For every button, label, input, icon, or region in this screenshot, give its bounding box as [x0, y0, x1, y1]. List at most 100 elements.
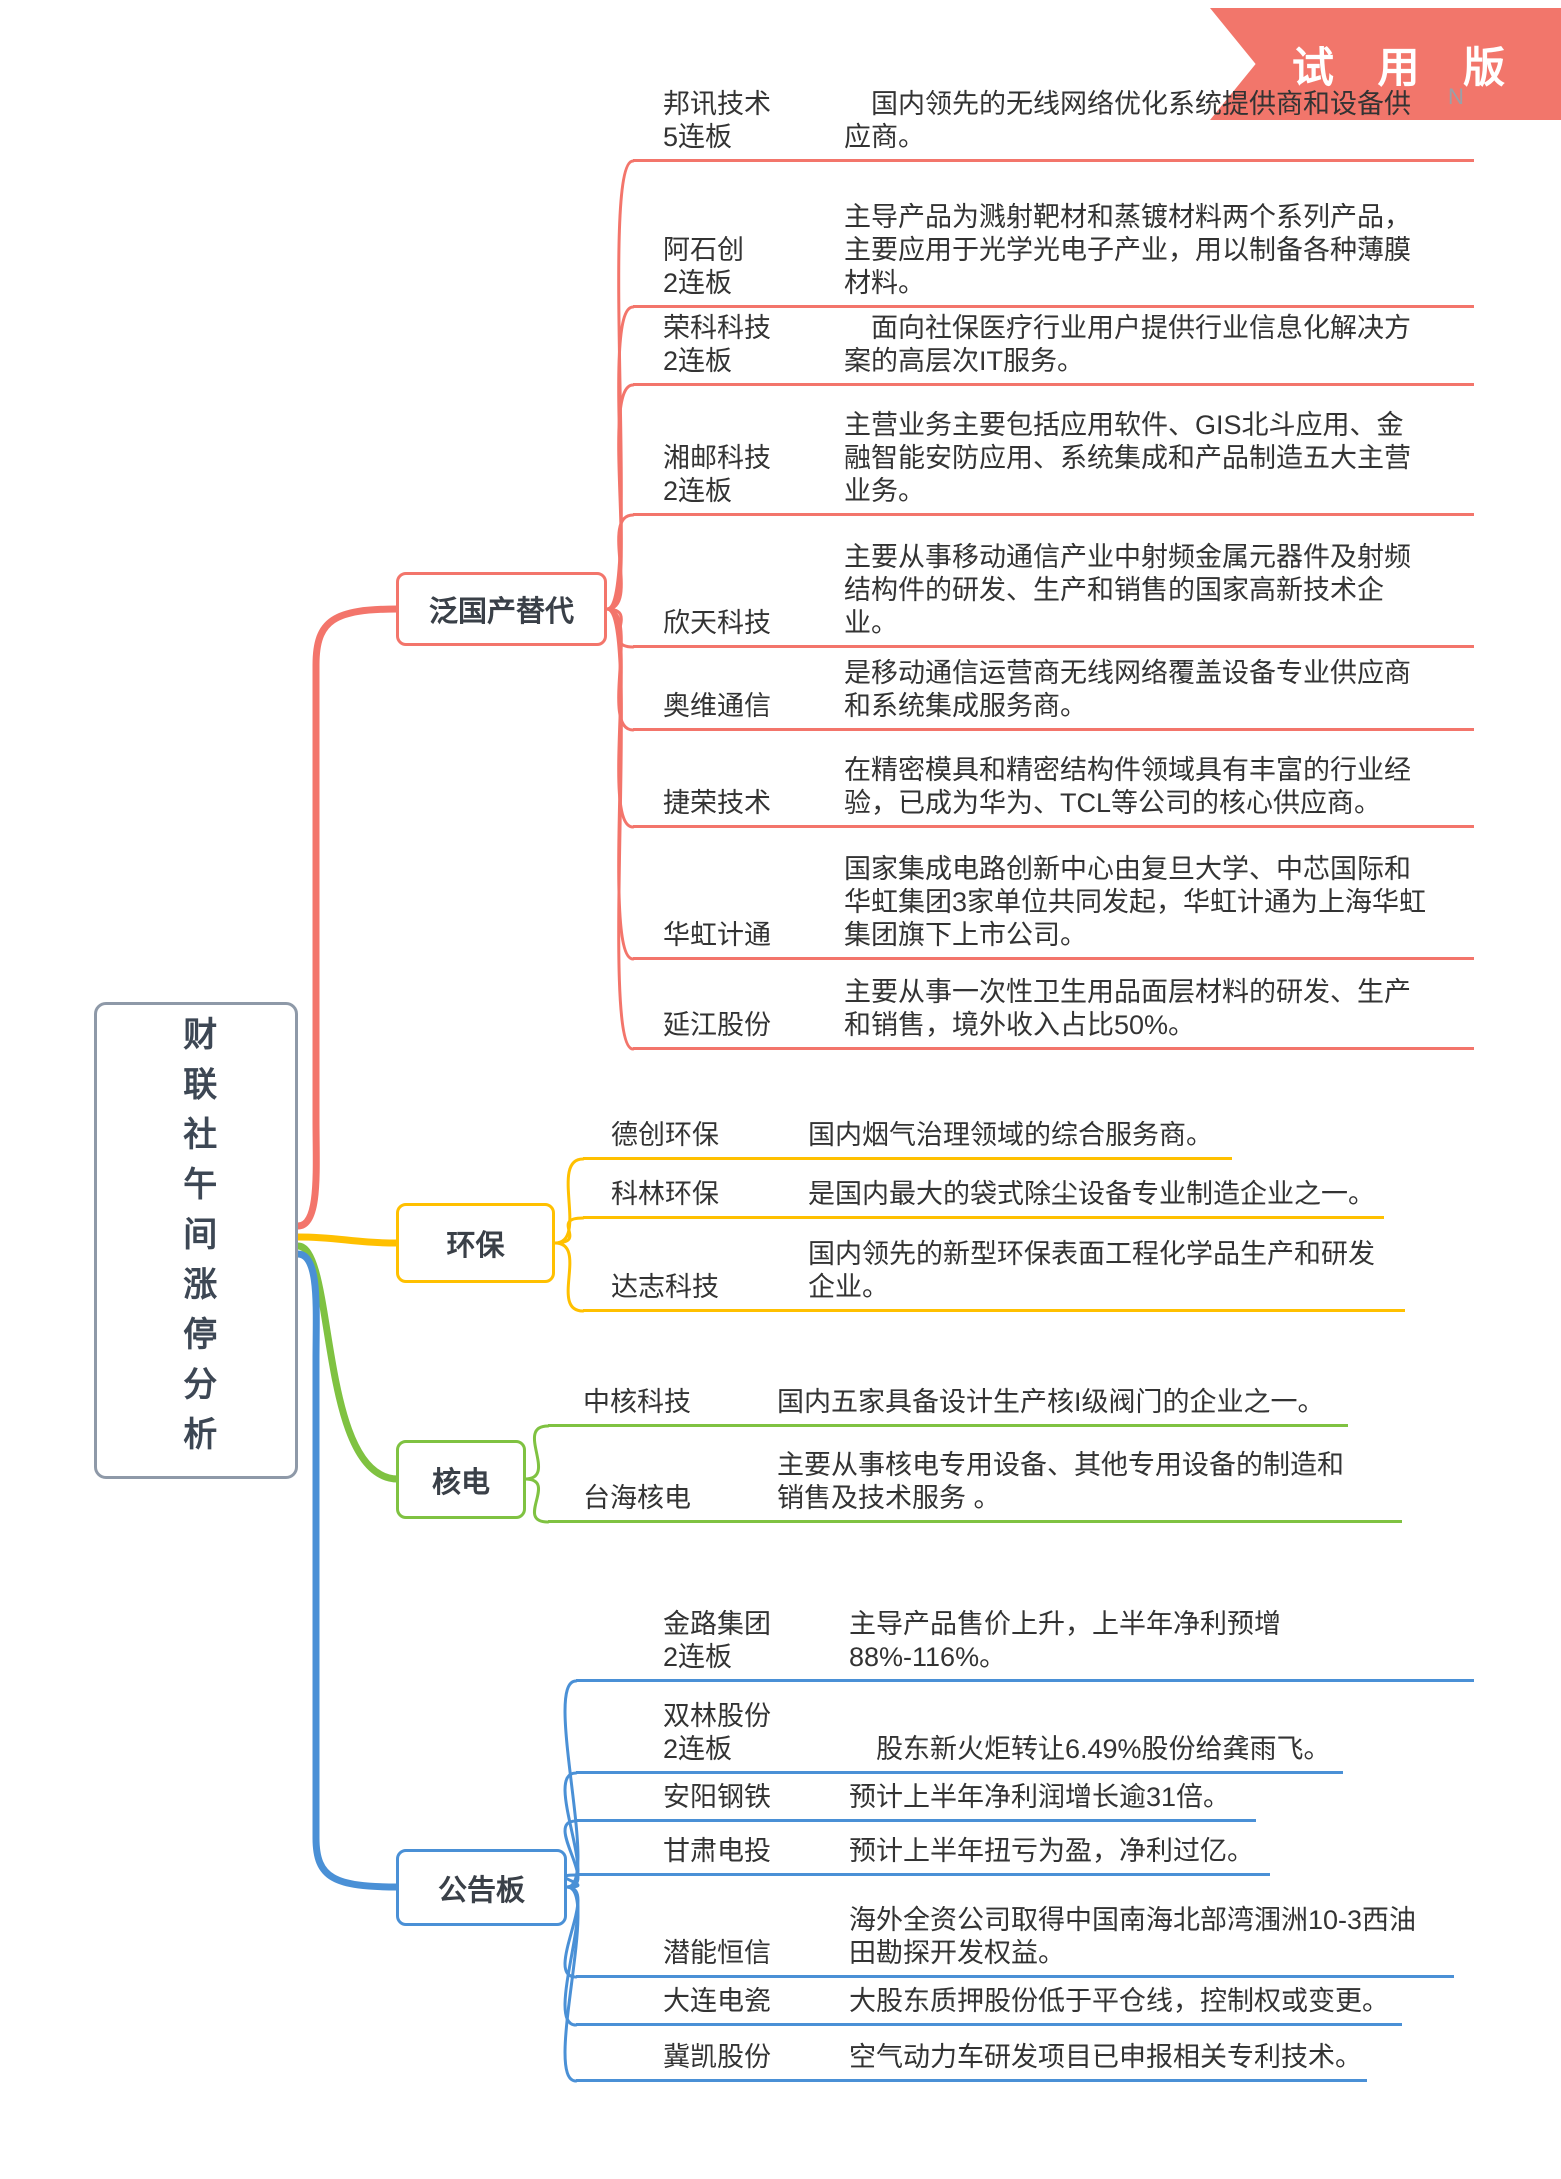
stock-node-taihaihedian[interactable]: 台海核电 主要从事核电专用设备、其他专用设备的制造和销售及技术服务 。	[548, 1445, 1402, 1523]
branch-fanguochantidai[interactable]: 泛国产替代	[396, 572, 607, 646]
stock-node-qiannenghengxin[interactable]: 潜能恒信 海外全资公司取得中国南海北部湾涠洲10-3西油田勘探开发权益。	[576, 1900, 1454, 1978]
stock-name: 华虹计通	[663, 920, 771, 950]
stock-node-gansudiantou[interactable]: 甘肃电投 预计上半年扭亏为盈，净利过亿。	[576, 1830, 1270, 1876]
stock-name: 奥维通信	[663, 691, 771, 721]
stock-node-dazhikeji[interactable]: 达志科技 国内领先的新型环保表面工程化学品生产和研发企业。	[583, 1234, 1405, 1312]
stock-desc: 国内烟气治理领域的综合服务商。	[808, 1120, 1213, 1150]
stock-name: 捷荣技术	[663, 788, 771, 818]
root-title: 财联社午间涨停分析	[177, 1015, 216, 1466]
stock-name: 达志科技	[611, 1272, 719, 1302]
stock-name: 中核科技	[583, 1387, 691, 1417]
stock-name: 欣天科技	[663, 608, 771, 638]
red-child-links	[605, 159, 635, 1051]
stock-name: 科林环保	[611, 1179, 719, 1209]
watermark-fragment: N	[1448, 84, 1464, 109]
stock-desc: 预计上半年净利润增长逾31倍。	[849, 1782, 1231, 1812]
branch-hedian[interactable]: 核电	[396, 1440, 526, 1519]
stock-desc: 是国内最大的袋式除尘设备专业制造企业之一。	[808, 1179, 1375, 1209]
stock-name: 金路集团	[663, 1609, 771, 1639]
stock-label: 达志科技	[611, 1271, 808, 1304]
branch-label: 环保	[446, 1230, 505, 1262]
stock-tag: 2连板	[663, 476, 733, 506]
stock-tag: 2连板	[663, 1734, 733, 1764]
stock-node-dechuanghuanbao[interactable]: 德创环保 国内烟气治理领域的综合服务商。	[583, 1114, 1232, 1160]
stock-node-zhonghekeji[interactable]: 中核科技 国内五家具备设计生产核I级阀门的企业之一。	[548, 1381, 1348, 1427]
stock-desc: 主要从事核电专用设备、其他专用设备的制造和销售及技术服务 。	[777, 1450, 1344, 1513]
trunk-yellow	[294, 1233, 402, 1247]
stock-node-anyanggangtie[interactable]: 安阳钢铁 预计上半年净利润增长逾31倍。	[576, 1776, 1256, 1822]
stock-name: 大连电瓷	[663, 1986, 771, 2016]
trunk-blue	[294, 1250, 402, 1891]
stock-node-aoweitongxin[interactable]: 奥维通信 是移动通信运营商无线网络覆盖设备专业供应商和系统集成服务商。	[633, 653, 1474, 731]
stock-label: 甘肃电投	[663, 1835, 849, 1868]
branch-gonggaoban[interactable]: 公告板	[396, 1849, 567, 1926]
trial-version-label: 试 用 版	[1291, 43, 1522, 91]
stock-name: 安阳钢铁	[663, 1782, 771, 1812]
branch-huanbao[interactable]: 环保	[396, 1203, 555, 1283]
stock-label: 大连电瓷	[663, 1985, 849, 2018]
stock-node-jikaigufen[interactable]: 冀凯股份 空气动力车研发项目已申报相关专利技术。	[576, 2036, 1367, 2082]
stock-desc: 国内领先的新型环保表面工程化学品生产和研发企业。	[808, 1239, 1375, 1302]
stock-desc: 海外全资公司取得中国南海北部湾涠洲10-3西油田勘探开发权益。	[849, 1905, 1417, 1968]
stock-tag: 2连板	[663, 1642, 733, 1672]
stock-name: 甘肃电投	[663, 1836, 771, 1866]
stock-desc: 主导产品为溅射靶材和蒸镀材料两个系列产品，主要应用于光学光电子产业，用以制备各种…	[844, 202, 1411, 298]
stock-node-huahongjitong[interactable]: 华虹计通 国家集成电路创新中心由复旦大学、中芯国际和华虹集团3家单位共同发起，华…	[633, 850, 1474, 960]
stock-tag: 5连板	[663, 122, 733, 152]
stock-name: 双林股份	[663, 1701, 771, 1731]
stock-label: 科林环保	[611, 1178, 808, 1211]
root-node[interactable]: 财联社午间涨停分析	[94, 1002, 298, 1479]
trial-version-banner: 试 用 版	[1210, 8, 1561, 120]
stock-desc: 主导产品售价上升，上半年净利预增88%-116%。	[849, 1609, 1281, 1672]
stock-desc: 主营业务主要包括应用软件、GIS北斗应用、金融智能安防应用、系统集成和产品制造五…	[844, 410, 1411, 506]
stock-desc: 大股东质押股份低于平仓线，控制权或变更。	[849, 1986, 1389, 2016]
stock-node-dalandianci[interactable]: 大连电瓷 大股东质押股份低于平仓线，控制权或变更。	[576, 1980, 1402, 2026]
stock-desc: 是移动通信运营商无线网络覆盖设备专业供应商和系统集成服务商。	[844, 658, 1411, 721]
stock-name: 延江股份	[663, 1010, 771, 1040]
stock-desc: 主要从事一次性卫生用品面层材料的研发、生产和销售，境外收入占比50%。	[844, 977, 1411, 1040]
stock-node-yanjianggufen[interactable]: 延江股份 主要从事一次性卫生用品面层材料的研发、生产和销售，境外收入占比50%。	[633, 972, 1474, 1050]
stock-name: 湘邮科技	[663, 443, 771, 473]
stock-label: 奥维通信	[663, 690, 844, 723]
stock-desc: 国内五家具备设计生产核I级阀门的企业之一。	[777, 1387, 1325, 1417]
trunk-red	[294, 605, 402, 1230]
stock-node-xintiankeji[interactable]: 欣天科技 主要从事移动通信产业中射频金属元器件及射频结构件的研发、生产和销售的国…	[633, 538, 1474, 648]
stock-name: 邦讯技术	[663, 89, 771, 119]
stock-tag: 2连板	[663, 268, 733, 298]
stock-label: 延江股份	[663, 1009, 844, 1042]
stock-label: 安阳钢铁	[663, 1781, 849, 1814]
trunk-green	[294, 1242, 402, 1483]
stock-label: 中核科技	[583, 1386, 777, 1419]
branch-label: 泛国产替代	[428, 596, 574, 628]
stock-node-kelinhuanbao[interactable]: 科林环保 是国内最大的袋式除尘设备专业制造企业之一。	[583, 1173, 1384, 1219]
stock-desc: 预计上半年扭亏为盈，净利过亿。	[849, 1836, 1254, 1866]
branch-label: 核电	[431, 1466, 490, 1499]
stock-name: 冀凯股份	[663, 2042, 771, 2072]
stock-desc: 股东新火炬转让6.49%股份给龚雨飞。	[849, 1734, 1331, 1764]
stock-desc: 国内领先的无线网络优化系统提供商和设备供应商。	[844, 89, 1411, 152]
stock-node-jierongjishu[interactable]: 捷荣技术 在精密模具和精密结构件领域具有丰富的行业经验，已成为华为、TCL等公司…	[633, 750, 1474, 828]
stock-desc: 主要从事移动通信产业中射频金属元器件及射频结构件的研发、生产和销售的国家高新技术…	[844, 542, 1411, 638]
stock-name: 台海核电	[583, 1483, 691, 1513]
stock-desc: 面向社保医疗行业用户提供行业信息化解决方案的高层次IT服务。	[844, 313, 1411, 376]
stock-name: 阿石创	[663, 235, 744, 265]
stock-label: 捷荣技术	[663, 787, 844, 820]
stock-tag: 2连板	[663, 346, 733, 376]
green-child-links	[523, 1424, 550, 1524]
stock-desc: 空气动力车研发项目已申报相关专利技术。	[849, 2042, 1362, 2072]
stock-label: 德创环保	[611, 1119, 808, 1152]
stock-label: 欣天科技	[663, 607, 844, 640]
